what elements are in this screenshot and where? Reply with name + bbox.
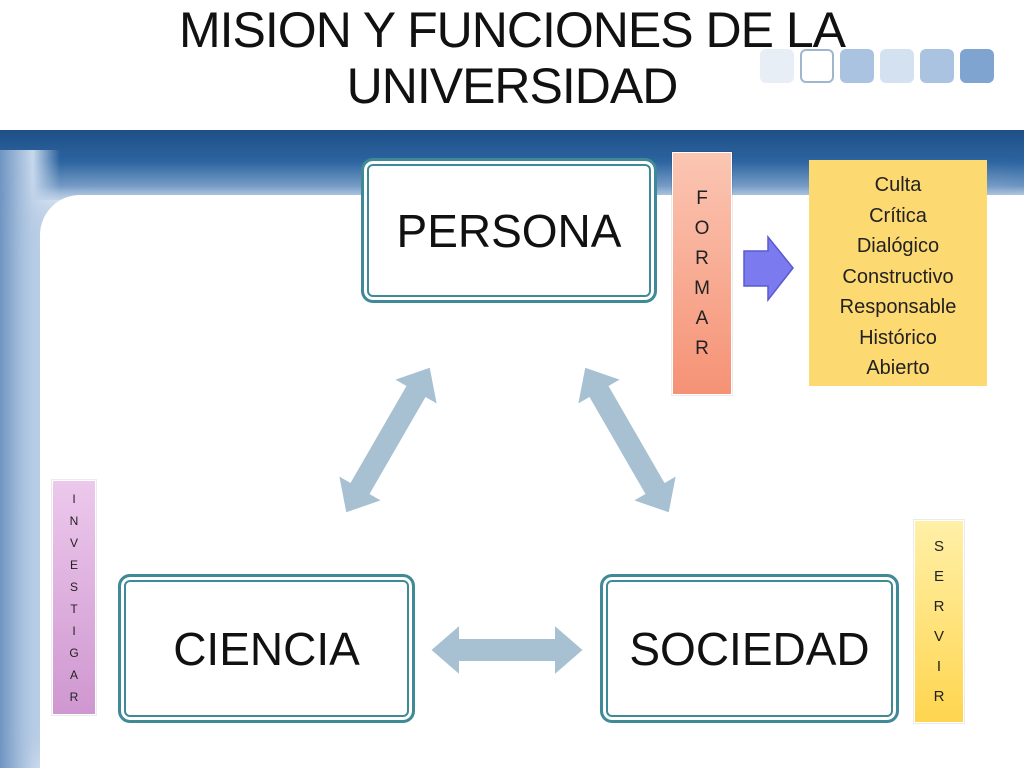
function-letter: E bbox=[69, 557, 78, 572]
quality-item: Constructivo bbox=[842, 265, 954, 288]
function-investigar: I N V E S T I G A R bbox=[52, 480, 96, 715]
quality-item: Histórico bbox=[859, 326, 937, 349]
function-letter: R bbox=[933, 687, 945, 705]
function-letter: O bbox=[694, 217, 710, 239]
node-ciencia: CIENCIA bbox=[118, 574, 415, 723]
page-title: MISION Y FUNCIONES DE LA UNIVERSIDAD bbox=[179, 2, 846, 114]
function-letter: A bbox=[695, 307, 709, 329]
quality-item: Dialógico bbox=[856, 235, 940, 257]
quality-item: Abierto bbox=[866, 357, 930, 379]
function-letter: T bbox=[70, 601, 78, 616]
function-formar: F O R M A R bbox=[672, 152, 732, 395]
function-letter: V bbox=[69, 535, 78, 550]
function-letter: E bbox=[933, 567, 944, 585]
function-letter: F bbox=[696, 187, 708, 209]
function-letter: I bbox=[72, 623, 76, 638]
function-letter: A bbox=[69, 667, 78, 682]
function-letter: V bbox=[933, 627, 944, 645]
function-letter: G bbox=[69, 645, 79, 660]
function-letter: R bbox=[695, 247, 709, 269]
node-sociedad: SOCIEDAD bbox=[600, 574, 899, 723]
double-arrow-icon bbox=[428, 621, 586, 679]
quality-item: Crítica bbox=[869, 204, 927, 227]
node-label: SOCIEDAD bbox=[629, 622, 870, 675]
function-letter: M bbox=[694, 277, 710, 299]
node-persona: PERSONA bbox=[361, 158, 657, 303]
quality-item: Culta bbox=[874, 174, 922, 196]
qualities-box: Culta Crítica Dialógico Constructivo Res… bbox=[809, 160, 987, 386]
right-arrow-icon bbox=[743, 234, 794, 303]
function-letter: S bbox=[69, 579, 78, 594]
decorative-squares bbox=[760, 45, 1024, 85]
quality-item: Responsable bbox=[839, 296, 957, 318]
function-letter: R bbox=[933, 597, 945, 615]
function-letter: N bbox=[69, 513, 79, 528]
function-letter: S bbox=[933, 537, 944, 555]
function-letter: R bbox=[69, 689, 79, 704]
node-label: CIENCIA bbox=[173, 622, 360, 675]
function-letter: I bbox=[936, 657, 942, 675]
double-arrow-icon bbox=[336, 365, 440, 515]
function-letter: R bbox=[695, 337, 709, 359]
function-letter: I bbox=[72, 491, 76, 506]
node-label: PERSONA bbox=[396, 204, 622, 257]
function-servir: S E R V I R bbox=[914, 520, 964, 723]
double-arrow-icon bbox=[575, 365, 679, 515]
